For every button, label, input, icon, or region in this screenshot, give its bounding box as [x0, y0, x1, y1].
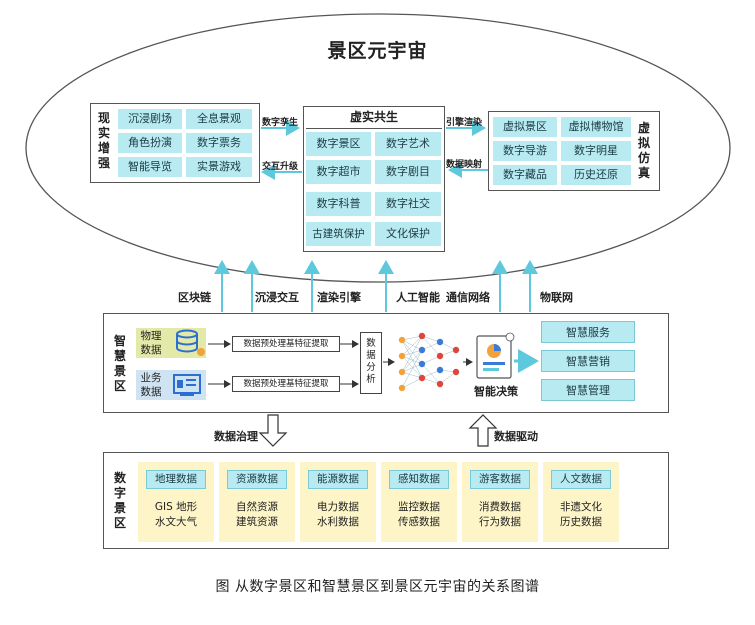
- data-group-geo-line-1: GIS 地形: [154, 501, 198, 513]
- business-data-label: 业务数据: [140, 372, 162, 398]
- left-panel-label: 现实增强: [97, 111, 110, 170]
- center-item-1: 数字景区: [306, 132, 371, 156]
- tech-label-render-engine: 渲染引擎: [317, 291, 361, 304]
- data-group-resource-line-1: 自然资源: [236, 501, 278, 513]
- center-item-4: 数字剧目: [375, 160, 441, 184]
- arrow-data-governance: [258, 414, 288, 447]
- business-data-box: [136, 370, 168, 400]
- right-item-5: 数字藏品: [493, 165, 557, 185]
- data-group-visitor-line-1: 消费数据: [479, 501, 521, 513]
- right-item-4: 数字明星: [561, 141, 631, 161]
- database-icon: [168, 328, 206, 358]
- label-interaction-upgrade: 交互升级: [262, 162, 299, 172]
- center-divider: [306, 128, 442, 129]
- digital-section-label: 数字景区: [113, 471, 126, 530]
- right-item-6: 历史还原: [561, 165, 631, 185]
- physical-data-box: [136, 328, 168, 358]
- report-icon: [476, 332, 515, 379]
- data-group-culture-title: 人文数据: [551, 470, 611, 489]
- neural-network-icon: [401, 335, 457, 389]
- left-item-5: 智能导览: [118, 157, 182, 177]
- tech-label-blockchain: 区块链: [178, 291, 211, 304]
- right-item-3: 数字导游: [493, 141, 557, 161]
- data-group-geo-title: 地理数据: [146, 470, 206, 489]
- preprocess-box-2: 数据预处理基特征提取: [232, 376, 340, 392]
- service-smart-marketing: 智慧营销: [541, 350, 635, 372]
- right-panel-label: 虚拟仿真: [637, 121, 650, 180]
- analysis-box: [360, 332, 382, 394]
- data-group-resource-line-2: 建筑资源: [236, 516, 278, 528]
- right-item-1: 虚拟景区: [493, 117, 557, 137]
- tech-label-immersive: 沉浸交互: [255, 291, 299, 304]
- decision-label: 智能决策: [474, 385, 518, 398]
- tech-label-ai: 人工智能: [396, 291, 440, 304]
- data-group-resource-title: 资源数据: [227, 470, 287, 489]
- data-group-energy-title: 能源数据: [308, 470, 368, 489]
- dashboard-icon: [168, 370, 206, 400]
- left-item-4: 数字票务: [186, 133, 252, 153]
- service-smart-service: 智慧服务: [541, 321, 635, 343]
- data-group-visitor-line-2: 行为数据: [479, 516, 521, 528]
- center-item-2: 数字艺术: [375, 132, 441, 156]
- data-group-culture-line-1: 非遗文化: [560, 501, 602, 513]
- data-group-geo-line-2: 水文大气: [155, 516, 197, 528]
- left-item-2: 全息景观: [186, 109, 252, 129]
- center-panel-header: 虚实共生: [349, 110, 398, 124]
- data-group-energy-line-2: 水利数据: [317, 516, 359, 528]
- center-item-6: 数字社交: [375, 192, 441, 216]
- label-data-governance: 数据治理: [214, 430, 258, 443]
- arrow-data-driven: [468, 414, 498, 447]
- data-group-sensing-line-2: 传感数据: [398, 516, 440, 528]
- figure-caption: 图 从数字景区和智慧景区到景区元宇宙的关系图谱: [215, 579, 540, 595]
- preprocess-box-1: 数据预处理基特征提取: [232, 336, 340, 352]
- physical-data-label: 物理数据: [140, 330, 162, 356]
- left-item-6: 实景游戏: [186, 157, 252, 177]
- data-group-visitor-title: 游客数据: [470, 470, 530, 489]
- label-data-driven: 数据驱动: [494, 430, 538, 443]
- center-item-5: 数字科普: [306, 192, 371, 216]
- neural-network-nodes: [398, 332, 460, 392]
- tech-label-iot: 物联网: [540, 291, 573, 304]
- label-data-mapping: 数据映射: [446, 160, 483, 170]
- metaverse-ellipse: [25, 13, 731, 283]
- label-engine-render: 引擎渲染: [446, 118, 483, 128]
- data-group-sensing-title: 感知数据: [389, 470, 449, 489]
- diagram-title: 景区元宇宙: [327, 40, 428, 62]
- right-item-2: 虚拟博物馆: [561, 117, 631, 137]
- data-group-sensing-line-1: 监控数据: [398, 501, 440, 513]
- analysis-label: 数据分析: [366, 338, 376, 385]
- label-digital-twin: 数字孪生: [262, 118, 299, 128]
- left-item-3: 角色扮演: [118, 133, 182, 153]
- data-group-energy-line-1: 电力数据: [317, 501, 359, 513]
- center-item-8: 文化保护: [375, 222, 441, 246]
- smart-section: [103, 313, 669, 413]
- service-smart-management: 智慧管理: [541, 379, 635, 401]
- center-item-7: 古建筑保护: [306, 222, 371, 246]
- data-group-culture-line-2: 历史数据: [560, 516, 602, 528]
- tech-label-network: 通信网络: [446, 291, 490, 304]
- smart-section-label: 智慧景区: [113, 334, 126, 393]
- left-item-1: 沉浸剧场: [118, 109, 182, 129]
- center-item-3: 数字超市: [306, 160, 371, 184]
